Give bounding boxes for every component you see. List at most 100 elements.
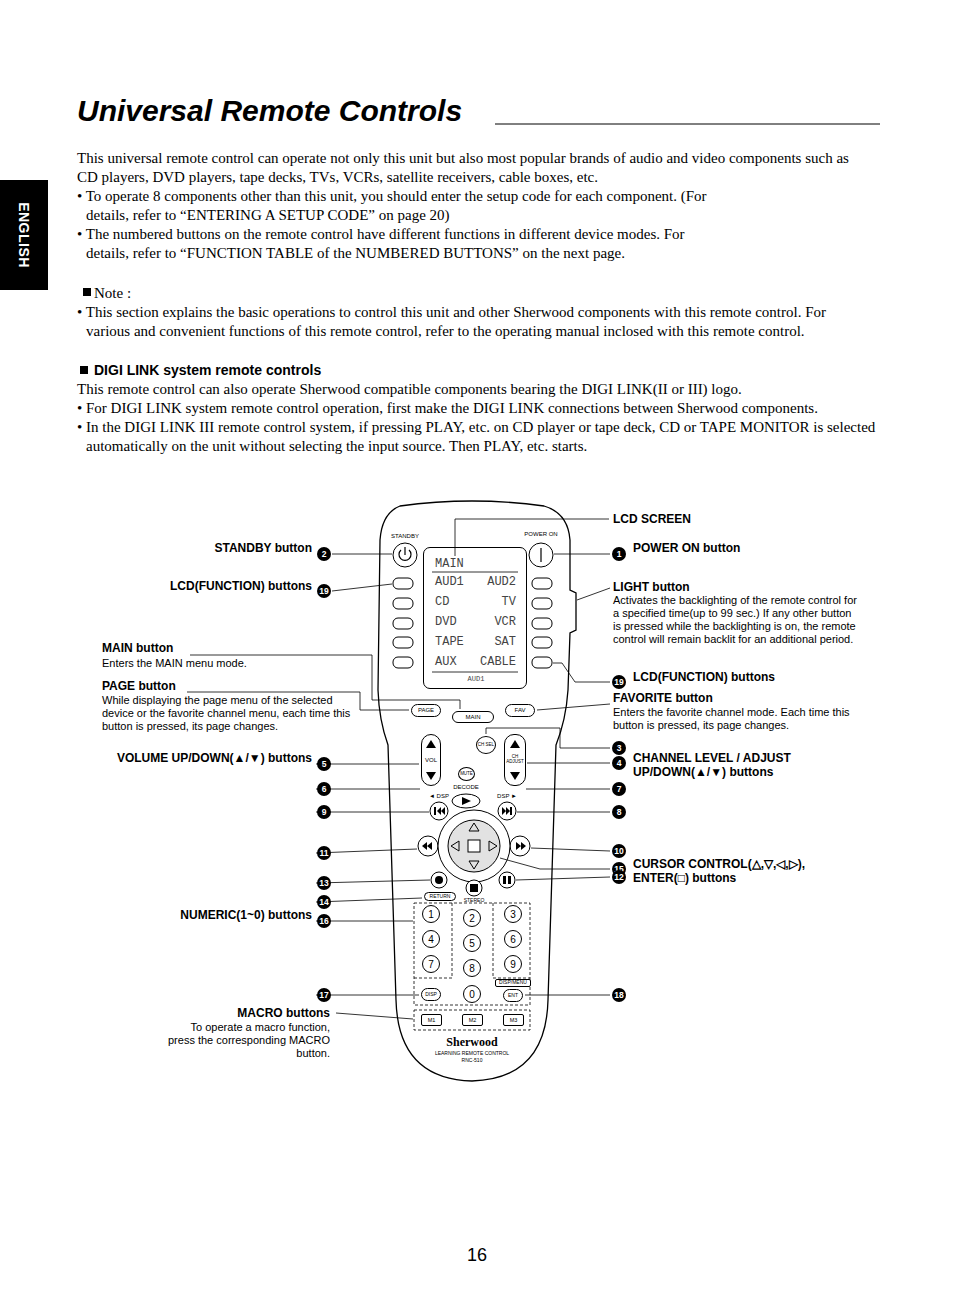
- callout-number: 7: [612, 782, 626, 796]
- numeric-button: 8: [463, 959, 481, 977]
- remote-label: STEREO: [459, 897, 489, 903]
- macro-button: M2: [462, 1014, 483, 1026]
- button-text: PAGE: [418, 707, 434, 714]
- remote-body: [378, 501, 576, 1081]
- button-text: M2: [469, 1017, 477, 1023]
- numeric-button: 2: [463, 909, 481, 927]
- macro-button: M1: [421, 1014, 442, 1026]
- disp-button: DISP: [421, 988, 441, 1001]
- disp-menu-tag: DISP/MENU: [495, 979, 531, 987]
- callout-number: 17: [317, 988, 331, 1002]
- remote-label: DECODE: [450, 784, 482, 791]
- button-text: VOL: [425, 757, 437, 764]
- callout-title: MAIN button: [102, 641, 302, 655]
- title-rule: [495, 124, 880, 125]
- callout-title: LCD(FUNCTION) buttons: [633, 670, 833, 684]
- lcd-rules: [432, 572, 518, 672]
- body-text: This universal remote control can operat…: [77, 149, 867, 187]
- button-text: RETURN: [430, 894, 451, 900]
- button-text: 4: [428, 934, 434, 945]
- return-button: RETURN: [424, 892, 456, 901]
- enter-button: ENT: [503, 989, 523, 1002]
- bullet-text: • For DIGI LINK system remote control op…: [77, 399, 877, 418]
- callout-title: PAGE button: [102, 679, 302, 693]
- page-number: 16: [462, 1245, 492, 1265]
- mute-button: MUTE: [458, 767, 475, 781]
- remote-label: DSP ►: [491, 793, 523, 800]
- bullet-text: • This section explains the basic operat…: [77, 303, 862, 341]
- callout-number: 19: [612, 675, 626, 689]
- lcd-text: DVD: [435, 616, 457, 629]
- macro-button: M3: [503, 1014, 524, 1026]
- callout-number: 3: [612, 741, 626, 755]
- lcd-text: TAPE: [435, 636, 464, 649]
- bullet-text: • To operate 8 components other than thi…: [77, 187, 737, 225]
- callout-number: 8: [612, 805, 626, 819]
- callout-title: STANDBY button: [170, 541, 312, 555]
- volume-rocker: VOL: [421, 734, 441, 786]
- ch-sel-button: CH SEL: [476, 736, 496, 754]
- numeric-button: 1: [422, 905, 440, 923]
- callout-number: 13: [317, 876, 331, 890]
- callout-title: LIGHT button: [613, 580, 813, 594]
- callout-description: While displaying the page menu of the se…: [102, 694, 357, 733]
- button-text: 9: [510, 959, 516, 970]
- button-text: MAIN: [466, 714, 481, 721]
- callout-number: 6: [317, 782, 331, 796]
- leader-lines: [187, 519, 610, 1019]
- lcd-text: CABLE: [480, 656, 516, 669]
- lcd-text: AUX: [435, 656, 457, 669]
- button-text: CH SEL: [478, 743, 494, 748]
- button-text: MUTE: [460, 772, 473, 777]
- numeric-button: 5: [463, 934, 481, 952]
- language-tab: ENGLISH: [0, 180, 48, 290]
- button-text: 8: [469, 963, 475, 974]
- numeric-button: 9: [504, 955, 522, 973]
- callout-title: LCD(FUNCTION) buttons: [140, 579, 312, 593]
- callout-number: 12: [612, 870, 626, 884]
- lcd-text: AUD1: [468, 675, 485, 683]
- numeric-button: 6: [504, 930, 522, 948]
- button-icons: [422, 740, 526, 892]
- lcd-text: AUD1: [435, 576, 464, 589]
- numeric-button: 0: [463, 985, 481, 1003]
- fav-button: FAV: [505, 704, 535, 717]
- remote-label: LEARNING REMOTE CONTROL: [422, 1050, 522, 1056]
- button-text: ENT: [508, 993, 518, 999]
- button-text: M1: [428, 1017, 436, 1023]
- callout-title: POWER ON button: [633, 541, 813, 555]
- button-text: CH ADJUST: [505, 755, 525, 765]
- button-text: ENGLISH: [16, 202, 32, 268]
- page-title: Universal Remote Controls: [77, 94, 462, 128]
- page-button: PAGE: [411, 704, 441, 717]
- callout-description: Enters the favorite channel mode. Each t…: [613, 706, 878, 732]
- button-text: 0: [469, 989, 475, 1000]
- callout-title: MACRO buttons: [190, 1006, 330, 1020]
- callout-title: CURSOR CONTROL(△,▽,◁,▷), ENTER(□) button…: [633, 857, 848, 885]
- brand-name: Sherwood: [422, 1035, 522, 1049]
- callout-number: 11: [317, 846, 331, 860]
- button-text: DISP/MENU: [499, 980, 527, 986]
- cursor-arrows: [451, 823, 497, 869]
- lcd-screen: MAINAUD1AUD2CDTVDVDVCRTAPESATAUXCABLEAUD…: [423, 547, 527, 689]
- note-heading: Note :: [94, 284, 174, 303]
- section-heading: DIGI LINK system remote controls: [94, 362, 394, 379]
- remote-label: STANDBY: [386, 533, 424, 540]
- callout-title: NUMERIC(1~0) buttons: [140, 908, 312, 922]
- model-number: RNC-510: [422, 1057, 522, 1063]
- button-text: DISP: [425, 992, 437, 998]
- callout-number: 18: [612, 988, 626, 1002]
- button-text: 7: [428, 959, 434, 970]
- remote-buttons: [393, 543, 553, 896]
- dashed-groups: [414, 903, 530, 1030]
- callout-number: 10: [612, 844, 626, 858]
- button-text: 3: [510, 909, 516, 920]
- callout-number: 1: [612, 547, 626, 561]
- channel-rocker: CH ADJUST: [504, 734, 526, 786]
- power-symbols: [399, 547, 541, 562]
- button-text: 2: [469, 913, 475, 924]
- button-text: 1: [428, 909, 434, 920]
- bullet-text: • The numbered buttons on the remote con…: [77, 225, 717, 263]
- callout-title: LCD SCREEN: [613, 512, 763, 526]
